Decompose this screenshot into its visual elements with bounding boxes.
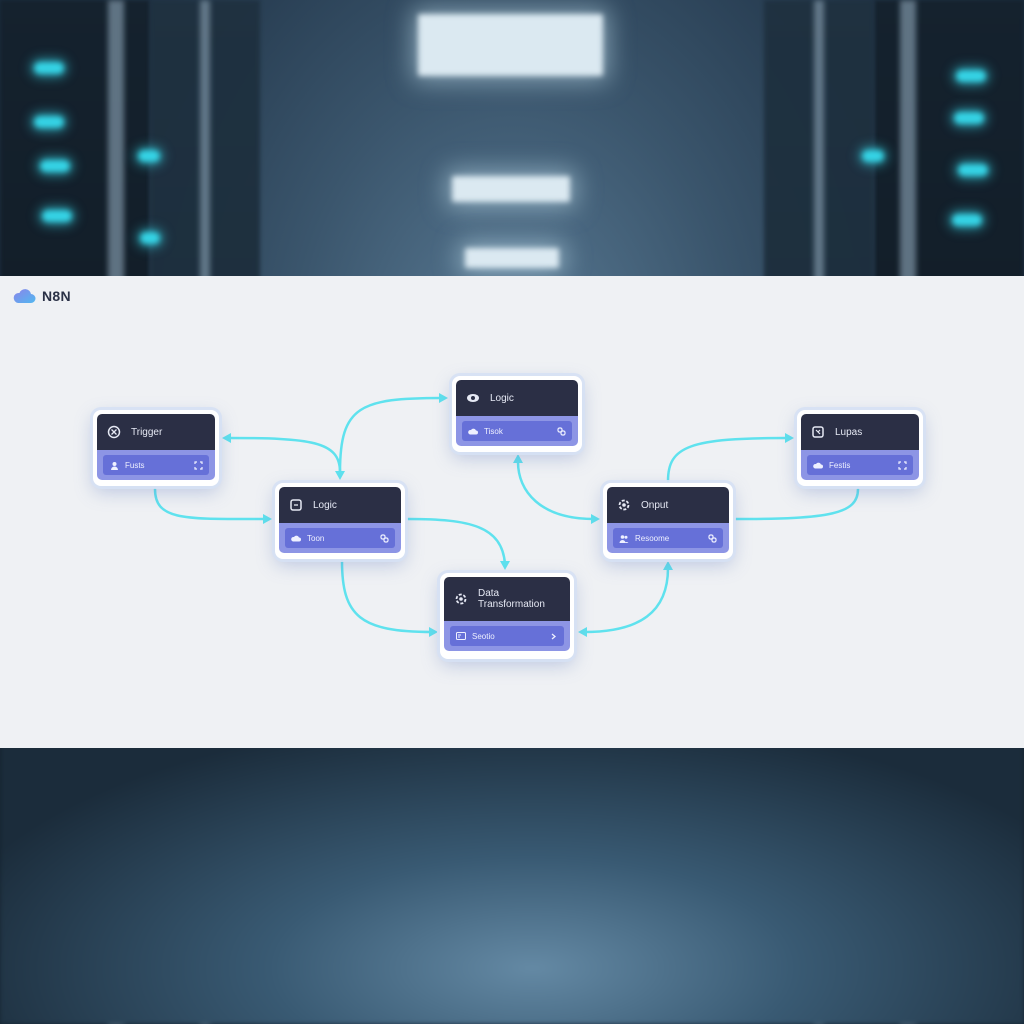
node-parameter[interactable]: Resoome	[613, 528, 723, 548]
node-parameter[interactable]: Toon	[285, 528, 395, 548]
node-parameter-label: Fusts	[125, 460, 145, 470]
node-header: Logic	[456, 380, 578, 416]
node-footer: Toon	[279, 523, 401, 553]
grid-icon	[811, 425, 825, 439]
app-name: N8N	[42, 288, 71, 304]
node-parameter[interactable]: Seotio	[450, 626, 564, 646]
status-led	[140, 232, 160, 244]
status-led	[42, 210, 72, 222]
node-data-transformation[interactable]: Data Transformation Seotio	[440, 573, 574, 659]
node-parameter-label: Festis	[829, 460, 851, 470]
square-icon	[289, 498, 303, 512]
arrowhead-icon	[429, 627, 438, 637]
workflow-canvas[interactable]: N8N	[0, 276, 1024, 748]
node-logic-top[interactable]: Logic Tisok	[452, 376, 582, 452]
cloud-logo-icon	[13, 289, 36, 303]
status-led	[34, 116, 64, 128]
expand-icon[interactable]	[193, 460, 203, 470]
chevron-right-icon[interactable]	[548, 631, 558, 641]
expand-icon[interactable]	[897, 460, 907, 470]
node-title: Onput	[641, 499, 669, 511]
link-icon[interactable]	[707, 533, 717, 543]
ceiling-light	[452, 176, 570, 202]
eye-icon	[466, 391, 480, 405]
node-title: Trigger	[131, 426, 163, 438]
node-header: Trigger	[97, 414, 215, 450]
node-header: Onput	[607, 487, 729, 523]
status-led	[138, 150, 160, 162]
cloud-icon	[813, 460, 823, 470]
arrowhead-icon	[263, 514, 272, 524]
node-lupas[interactable]: Lupas Festis	[797, 410, 923, 486]
node-output[interactable]: Onput Resoome	[603, 483, 733, 559]
arrowhead-icon	[439, 393, 448, 403]
node-parameter[interactable]: Tisok	[462, 421, 572, 441]
node-parameter-label: Toon	[307, 533, 325, 543]
node-parameter[interactable]: Fusts	[103, 455, 209, 475]
arrowhead-icon	[578, 627, 587, 637]
link-icon[interactable]	[379, 533, 389, 543]
arrowhead-icon	[591, 514, 600, 524]
user-icon	[109, 460, 119, 470]
connection-output-to-lupas	[666, 436, 790, 483]
connection-logic-to-logic-top	[338, 396, 444, 474]
node-footer: Resoome	[607, 523, 729, 553]
connection-logic-to-data-transformation	[406, 517, 507, 566]
users-icon	[619, 533, 629, 543]
status-led	[956, 70, 986, 82]
ceiling-light	[418, 14, 603, 76]
cloud-icon	[468, 426, 478, 436]
node-parameter-label: Tisok	[484, 426, 503, 436]
node-header: Logic	[279, 487, 401, 523]
settings-icon	[617, 498, 631, 512]
crosshair-icon	[107, 425, 121, 439]
node-header: Data Transformation	[444, 577, 570, 621]
arrowhead-icon	[500, 561, 510, 570]
arrowhead-icon	[663, 561, 673, 570]
arrowhead-icon	[222, 433, 231, 443]
node-footer: Tisok	[456, 416, 578, 446]
card-icon	[456, 631, 466, 641]
node-connections	[153, 393, 860, 637]
arrowhead-icon	[785, 433, 794, 443]
node-trigger[interactable]: Trigger Fusts	[93, 410, 219, 486]
arrowhead-icon	[335, 471, 345, 480]
link-icon[interactable]	[556, 426, 566, 436]
cloud-icon	[291, 533, 301, 543]
status-led	[954, 112, 984, 124]
connection-lupas-to-output	[734, 487, 860, 521]
connection-logic-top-to-output	[516, 460, 596, 521]
node-title: Lupas	[835, 426, 863, 438]
brand: N8N	[12, 288, 71, 304]
status-led	[862, 150, 884, 162]
node-footer: Fusts	[97, 450, 215, 480]
node-header: Lupas	[801, 414, 919, 450]
corridor-floor	[0, 744, 1024, 1024]
gear-icon	[454, 592, 468, 606]
connection-trigger-to-logic	[153, 487, 268, 521]
connection-data-transformation-to-output	[582, 566, 670, 634]
status-led	[958, 164, 988, 176]
node-footer: Seotio	[444, 621, 570, 651]
status-led	[40, 160, 70, 172]
node-title: Logic	[490, 392, 514, 404]
node-title: Logic	[313, 499, 337, 511]
node-parameter[interactable]: Festis	[807, 455, 913, 475]
status-led	[34, 62, 64, 74]
status-led	[952, 214, 982, 226]
connection-logic-to-data-transformation-lower	[340, 559, 434, 634]
node-title: Data Transformation	[478, 588, 545, 610]
node-logic[interactable]: Logic Toon	[275, 483, 405, 559]
ceiling-light	[465, 248, 559, 268]
node-parameter-label: Resoome	[635, 533, 670, 543]
connection-logic-to-trigger	[226, 436, 342, 474]
node-parameter-label: Seotio	[472, 631, 495, 641]
node-footer: Festis	[801, 450, 919, 480]
arrowhead-icon	[513, 454, 523, 463]
